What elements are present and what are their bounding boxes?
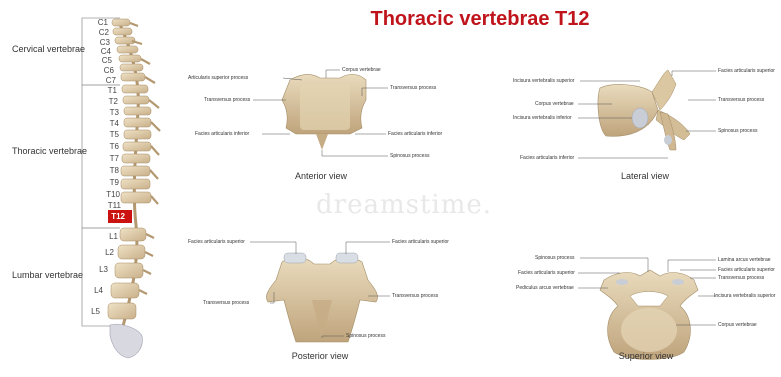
vertebra-label: T8 [89,166,119,175]
callout-label: Corpus vertebrae [342,67,381,73]
vertebra-label: T5 [89,130,119,139]
callout-label: Incisura vertebralis superior [714,293,775,299]
callout-label: Transversus process [204,97,250,103]
vertebra-label: T6 [89,142,119,151]
caption-superior-view: Superior view [591,351,701,361]
callout-label: Transversus process [718,275,764,281]
vertebra-label: C3 [80,38,110,47]
vertebra-label: T11 [91,201,121,210]
caption-anterior-view: Anterior view [266,171,376,181]
caption-posterior-view: Posterior view [265,351,375,361]
callout-label: Spinosus process [346,333,385,339]
sacrum-shape [110,324,142,358]
callout-label: Incisura vertebralis inferior [513,115,572,121]
vertebra-label: T9 [89,178,119,187]
vertebra-label: C7 [86,76,116,85]
vertebra-label-highlighted: T12 [95,212,125,221]
vertebra-label: T1 [87,86,117,95]
callout-label: Transversus process [390,85,436,91]
callout-label: Facies articularis superior [718,267,775,273]
callout-label: Facies articularis superior [392,239,449,245]
callout-label: Transversus process [203,300,249,306]
vertebra-label: T4 [89,119,119,128]
callout-label: Articularis superior process [188,75,248,81]
callout-label: Corpus vertebrae [718,322,757,328]
spine-column [108,19,160,358]
callout-label: Spinosus process [718,128,757,134]
vertebra-label: T7 [89,154,119,163]
callout-label: Facies articularis inferior [195,131,249,137]
callout-label: Facies articularis superior [518,270,575,276]
callout-label: Facies articularis superior [188,239,245,245]
vertebra-label: L2 [84,248,114,257]
region-label-thoracic: Thoracic vertebrae [12,146,87,156]
lateral-vertebra-shape [598,70,690,150]
callout-label: Spinosus process [535,255,574,261]
callout-label: Transversus process [392,293,438,299]
region-label-lumbar: Lumbar vertebrae [12,270,83,280]
vertebra-label: L4 [73,286,103,295]
superior-vertebra-shape [600,270,698,360]
callout-label: Lamina arcus vertebrae [718,257,771,263]
vertebra-label: T10 [90,190,120,199]
callout-label: Facies articularis superior [718,68,775,74]
vertebra-label: T3 [89,108,119,117]
region-label-cervical: Cervical vertebrae [12,44,85,54]
vertebra-label: L5 [70,307,100,316]
vertebra-label: L3 [78,265,108,274]
callout-label: Pediculus arcus vertebrae [516,285,574,291]
callout-label: Spinosus process [390,153,429,159]
vertebra-label: C2 [79,28,109,37]
callout-label: Corpus vertebrae [535,101,574,107]
watermark: dreamstime. [316,190,492,220]
vertebra-label: C6 [84,66,114,75]
vertebra-label: C1 [78,18,108,27]
vertebra-label: T2 [88,97,118,106]
callout-label: Transversus process [718,97,764,103]
callout-label: Facies articularis inferior [388,131,442,137]
vertebra-label: C4 [81,47,111,56]
callout-label: Incisura vertebralis superior [513,78,574,84]
callout-label: Facies articularis inferior [520,155,574,161]
posterior-vertebra-shape [266,253,377,342]
anterior-vertebra-shape [282,74,366,150]
vertebra-label: C5 [82,56,112,65]
vertebra-label: L1 [88,232,118,241]
caption-lateral-view: Lateral view [590,171,700,181]
